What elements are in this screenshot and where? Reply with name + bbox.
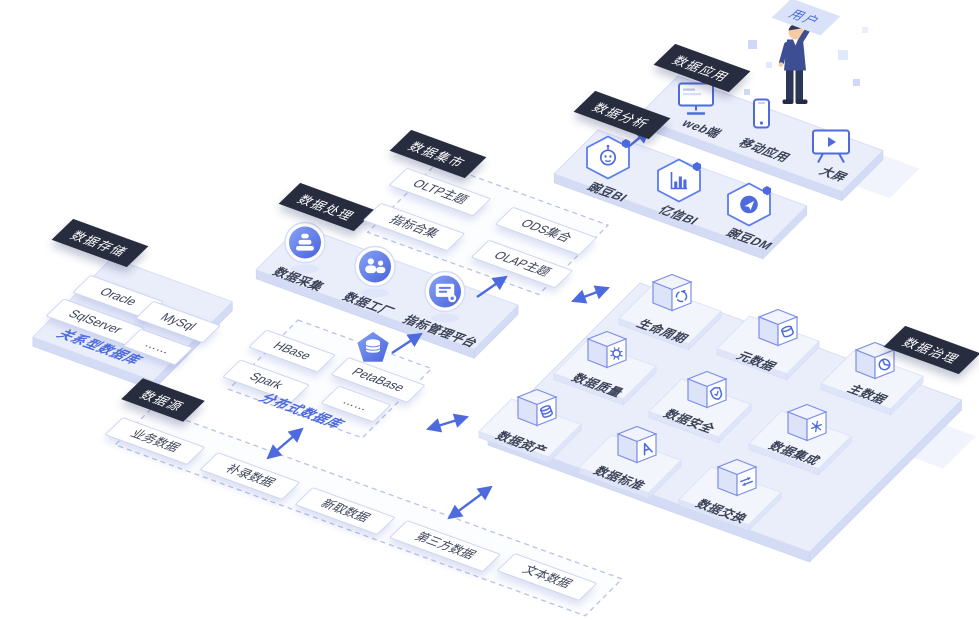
caption-wandou-dm: 豌豆DM — [723, 226, 777, 253]
label-data-processing: 数据处理 — [278, 182, 376, 232]
governance-step-tile — [820, 350, 925, 416]
governance-step-tile — [553, 340, 658, 406]
decor-square — [862, 27, 868, 33]
flow-arrow — [476, 275, 508, 298]
caption-security: 数据安全 — [660, 407, 719, 436]
caption-lifecycle: 生命周期 — [633, 317, 692, 346]
decor-square — [748, 40, 757, 49]
flow-arrow — [425, 413, 470, 433]
caption-standard: 数据标准 — [590, 464, 649, 493]
tile-text-data: 文本数据 — [496, 553, 598, 601]
caption-indicator-platform: 指标管理平台 — [399, 313, 482, 350]
label-user: 用户 — [771, 0, 841, 36]
flow-arrow — [391, 332, 423, 355]
label-data-application: 数据应用 — [653, 43, 751, 93]
caption-integration: 数据集成 — [765, 439, 824, 468]
caption-big-screen: 大屏 — [816, 164, 851, 185]
caption-yixin-bi: 亿信BI — [655, 203, 703, 228]
caption-master-data: 主数据 — [844, 382, 891, 407]
tile-thirdparty-data: 第三方数据 — [388, 520, 502, 572]
decor-square — [766, 62, 772, 68]
decor-square — [744, 89, 750, 95]
governance-step-tile — [478, 398, 583, 464]
label-data-analysis: 数据分析 — [573, 90, 671, 140]
tile-business-data: 业务数据 — [104, 417, 206, 465]
label-data-source: 数据源 — [121, 378, 205, 422]
caption-quality: 数据质量 — [568, 371, 627, 400]
tile-supplement-data: 补录数据 — [199, 452, 301, 500]
caption-wandou-bi: 豌豆BI — [584, 180, 632, 205]
tile-indicator-set: 指标合集 — [362, 202, 466, 252]
label-data-storage: 数据存储 — [51, 218, 149, 268]
caption-mobile-app: 移动应用 — [735, 136, 794, 165]
label-data-governance: 数据治理 — [883, 325, 979, 375]
governance-step-tile — [578, 434, 683, 500]
flow-arrow — [266, 427, 304, 460]
caption-assets: 数据资产 — [492, 429, 551, 458]
caption-metadata: 元数据 — [733, 349, 780, 374]
tile-oltp-theme: OLTP主题 — [388, 167, 492, 217]
flow-arrow — [447, 485, 493, 520]
caption-exchange: 数据交换 — [692, 497, 751, 526]
decor-square — [838, 50, 848, 60]
governance-step-tile — [618, 285, 723, 351]
decor-square — [853, 79, 860, 86]
flow-arrow — [571, 285, 610, 304]
tile-new-data: 新取数据 — [294, 487, 396, 535]
